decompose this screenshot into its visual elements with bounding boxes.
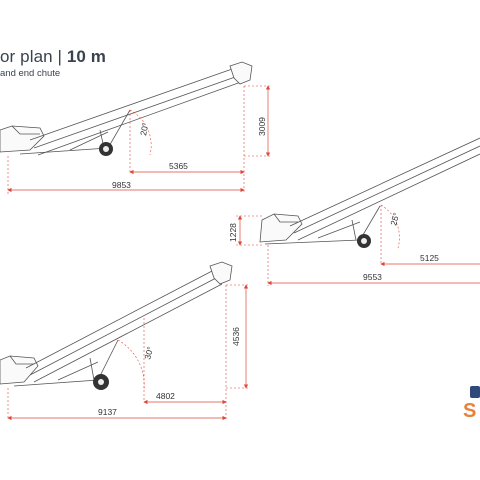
dimension-lines-30deg bbox=[7, 284, 249, 421]
dimension-lines-25deg bbox=[237, 215, 480, 286]
title-prefix: or plan bbox=[0, 47, 53, 66]
base-length-30deg: 4802 bbox=[156, 391, 175, 401]
page-subtitle: and end chute bbox=[0, 68, 61, 79]
total-length-20deg: 9853 bbox=[112, 180, 131, 190]
height-30deg: 4536 bbox=[231, 327, 241, 346]
logo-mark bbox=[470, 386, 480, 398]
angle-label-30deg: 30° bbox=[142, 346, 155, 361]
title-separator: | bbox=[52, 47, 67, 66]
dimensions-20deg bbox=[7, 85, 272, 194]
height-20deg: 3009 bbox=[257, 117, 267, 136]
angle-label-20deg: 20° bbox=[138, 122, 150, 136]
base-length-20deg: 5365 bbox=[169, 161, 188, 171]
height-25deg: 1228 bbox=[228, 223, 238, 242]
conveyor-30deg bbox=[0, 261, 233, 390]
brand-logo: S bbox=[463, 400, 477, 422]
base-length-25deg: 5125 bbox=[420, 253, 439, 263]
angle-label-25deg: 25° bbox=[388, 212, 401, 227]
dimensions-30deg bbox=[7, 284, 250, 420]
conveyor-20deg bbox=[0, 61, 253, 156]
conveyor-25deg bbox=[259, 137, 480, 248]
total-length-25deg: 9553 bbox=[363, 272, 382, 282]
dimension-lines-20deg bbox=[7, 85, 271, 193]
title-length: 10 m bbox=[66, 47, 107, 66]
page-title: or plan | 10 m bbox=[0, 47, 106, 67]
total-length-30deg: 9137 bbox=[98, 407, 117, 417]
